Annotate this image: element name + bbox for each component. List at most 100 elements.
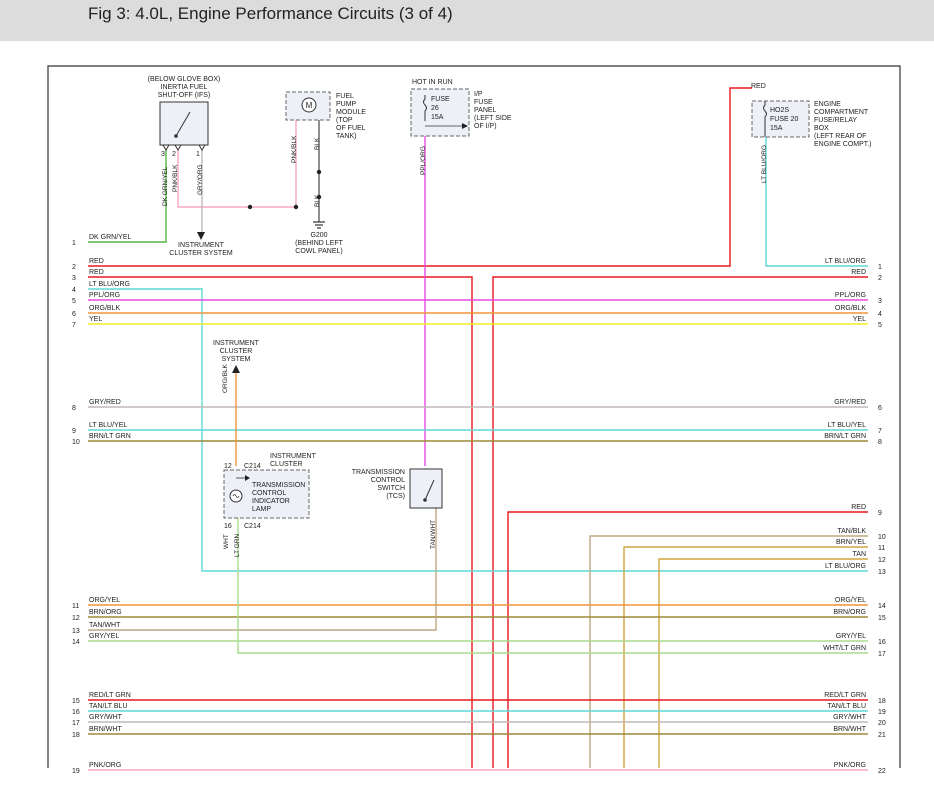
vlabel-dk-grn-yel: DK GRN/YEL: [162, 166, 169, 206]
diagram-frame: [47, 65, 901, 768]
ground-loc-1: (BEHIND LEFT: [295, 240, 344, 247]
transmission-control-indicator-lamp: INSTRUMENT CLUSTER 12 C214 TRANSMISSION …: [223, 453, 317, 530]
transmission-control-switch: TRANSMISSION CONTROL SWITCH (TCS): [352, 468, 443, 509]
wire-wht-lt-grn: [237, 518, 868, 654]
right-wire-label: GRY/YEL: [836, 633, 866, 640]
right-wire-label: BRN/LT GRN: [824, 433, 866, 440]
right-pin-number: 5: [878, 322, 882, 329]
right-wire-label: TAN/LT BLU: [827, 703, 866, 710]
left-wire-label: LT BLU/YEL: [89, 422, 127, 429]
splice-dot-pnk-blk-2: [293, 204, 299, 210]
figure-title: Fig 3: 4.0L, Engine Performance Circuits…: [88, 4, 453, 23]
right-pin-number: 13: [878, 569, 886, 576]
box-label-1: ENGINE: [814, 101, 841, 108]
connector-tick-0: [162, 144, 170, 151]
vlabel-gry-org: GRY/ORG: [197, 164, 204, 195]
tcil-label-2: CONTROL: [252, 490, 286, 497]
splice-dot-pump-2: [316, 194, 322, 200]
wire-brn-yel: [623, 546, 868, 768]
inertia-pin-2: 2: [172, 151, 176, 158]
vlabel-blk-pump: BLK: [314, 137, 321, 150]
right-pin-number: 12: [878, 557, 886, 564]
right-pin-number: 21: [878, 732, 886, 739]
left-pin-number: 2: [72, 264, 76, 271]
tcil-cluster-1: INSTRUMENT: [270, 453, 317, 460]
right-wire-label: GRY/RED: [834, 399, 866, 406]
left-wire-label: BRN/ORG: [89, 609, 122, 616]
left-wire-label: ORG/YEL: [89, 597, 120, 604]
wire-red-3: [88, 276, 473, 768]
right-pin-number: 2: [878, 275, 882, 282]
ip-panel-label-4: (LEFT SIDE: [474, 115, 512, 122]
inst-cluster-mid-label-2: CLUSTER: [220, 348, 253, 355]
left-pin-number: 1: [72, 240, 76, 247]
fuel-pump-motor-symbol: M: [306, 101, 313, 110]
right-pin-number: 9: [878, 510, 882, 517]
tcil-label-3: INDICATOR: [252, 498, 290, 505]
right-wire-label: BRN/YEL: [836, 539, 866, 546]
tcs-box: [409, 468, 443, 509]
ho2s-line-2: FUSE 20: [770, 116, 799, 123]
inertia-pin-3: 3: [161, 151, 165, 158]
wire-dk-grn-yel: [88, 150, 167, 243]
tcil-arrow-icon: [245, 475, 250, 481]
tcil-pin-top: 12: [224, 463, 232, 470]
box-label-6: ENGINE COMPT.): [814, 141, 872, 148]
ground-loc-2: COWL PANEL): [295, 248, 342, 255]
box-label-2: COMPARTMENT: [814, 109, 869, 116]
wire-lt-blu-org-right-1: [765, 137, 868, 267]
left-wire-label: TAN/LT BLU: [89, 703, 128, 710]
inst-cluster-mid-label-3: SYSTEM: [222, 356, 251, 363]
inertia-pin-1: 1: [196, 151, 200, 158]
left-wire-label: PPL/ORG: [89, 292, 120, 299]
tcil-pin-bottom: 16: [224, 523, 232, 530]
right-pin-number: 1: [878, 264, 882, 271]
left-pin-number: 19: [72, 768, 80, 775]
inst-cluster-top-label-2: CLUSTER SYSTEM: [169, 250, 233, 257]
vlabel-blk-ground: BLK: [314, 194, 321, 207]
left-wire-label: BRN/WHT: [89, 726, 122, 733]
tcil-label-1: TRANSMISSION: [252, 482, 305, 489]
vlabel-lt-blu-org: LT BLU/ORG: [761, 145, 768, 183]
instrument-cluster-top: INSTRUMENT CLUSTER SYSTEM: [169, 232, 233, 257]
instrument-cluster-mid: INSTRUMENT CLUSTER SYSTEM: [213, 340, 260, 373]
left-pin-number: 5: [72, 298, 76, 305]
left-wire-label: BRN/LT GRN: [89, 433, 131, 440]
left-wire-label: GRY/RED: [89, 399, 121, 406]
right-pin-number: 8: [878, 439, 882, 446]
left-pin-number: 12: [72, 615, 80, 622]
ip-fuse-box: [410, 88, 470, 137]
left-pin-number: 16: [72, 709, 80, 716]
inertia-label-1: (BELOW GLOVE BOX): [148, 76, 221, 83]
left-pin-number: 17: [72, 720, 80, 727]
ho2s-fuse-box: [751, 100, 810, 138]
right-wire-label: LT BLU/ORG: [825, 563, 866, 570]
arrow-right-icon: [462, 123, 468, 129]
ground-g200: G200 (BEHIND LEFT COWL PANEL): [295, 221, 344, 255]
ho2s-feed-label: RED: [751, 83, 766, 90]
vlabel-ppl-org: PPL/ORG: [420, 146, 427, 175]
ip-fuse-line-1: FUSE: [431, 96, 450, 103]
ip-panel-label-1: I/P: [474, 91, 483, 98]
ip-panel-label-2: FUSE: [474, 99, 493, 106]
tcs-switch-blade: [424, 479, 435, 501]
right-wire-label: PPL/ORG: [835, 292, 866, 299]
wire-red-right-2: [492, 276, 868, 768]
right-wire-label: RED: [851, 504, 866, 511]
right-wire-label: BRN/ORG: [833, 609, 866, 616]
fuel-pump-label-4: (TOP: [336, 117, 353, 124]
ip-fuse-line-3: 15A: [431, 114, 444, 121]
wire-red-right-9: [507, 511, 868, 768]
wire-group: [88, 87, 868, 771]
connector-tick-2: [198, 144, 206, 151]
right-wire-label: LT BLU/YEL: [828, 422, 866, 429]
left-wire-label: RED/LT GRN: [89, 692, 131, 699]
wire-tan-blk: [589, 535, 868, 768]
fuel-pump-module: M FUEL PUMP MODULE (TOP OF FUEL TANK): [285, 91, 366, 140]
right-pin-number: 10: [878, 534, 886, 541]
fuel-pump-label-5: OF FUEL: [336, 125, 366, 132]
ho2s-fuse-icon: [763, 101, 767, 137]
right-pin-number: 4: [878, 311, 882, 318]
right-pin-number: 17: [878, 651, 886, 658]
